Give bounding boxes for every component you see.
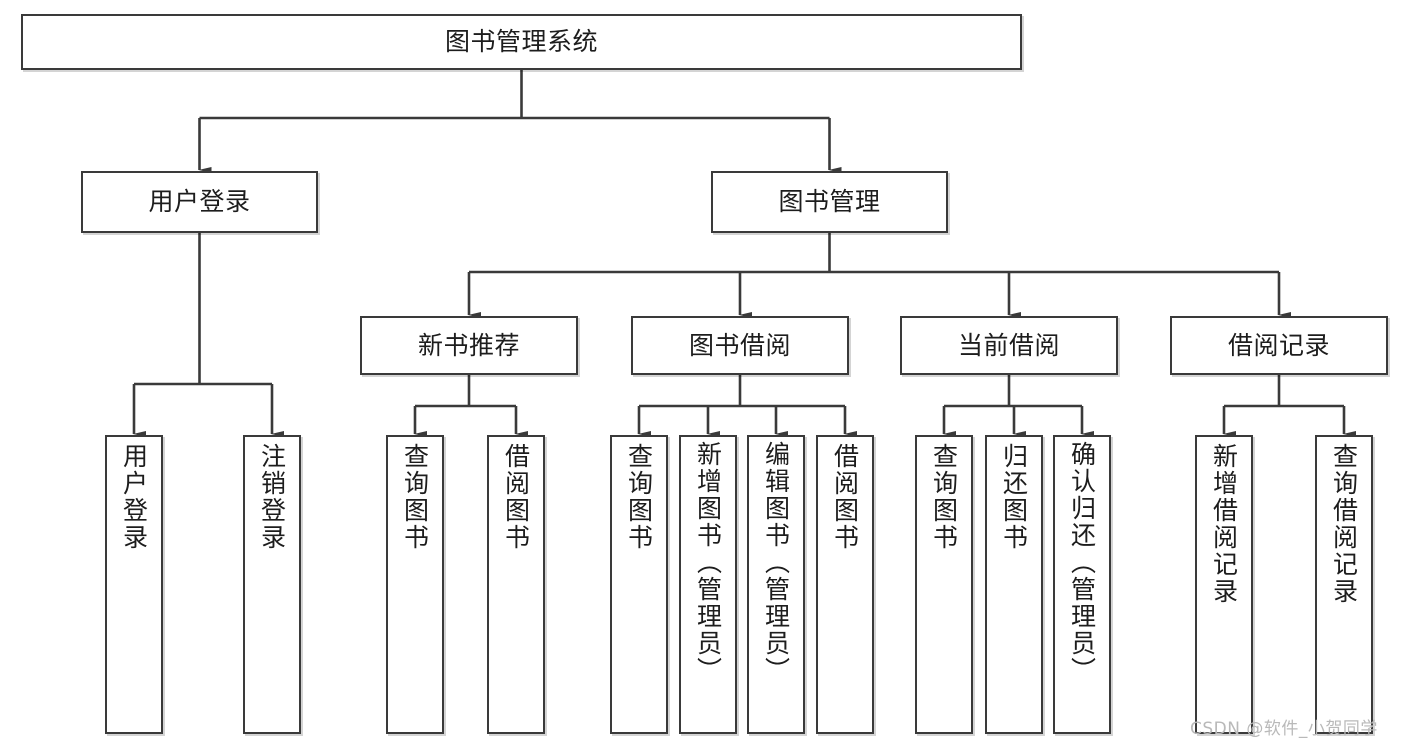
node-label: 查询图书 [929, 443, 959, 551]
node-query-record[interactable]: 查询借阅记录 [1315, 435, 1373, 734]
node-logout[interactable]: 注销登录 [243, 435, 301, 734]
node-label: 归还图书 [999, 443, 1029, 551]
node-book-borrow[interactable]: 图书借阅 [631, 316, 849, 375]
node-query-book-2[interactable]: 查询图书 [610, 435, 668, 734]
node-label: 编辑图书（管理员） [761, 441, 791, 684]
node-label: 借阅图书 [830, 443, 860, 551]
node-label: 确认归还（管理员） [1067, 441, 1097, 684]
node-return-book[interactable]: 归还图书 [985, 435, 1043, 734]
node-label: 借阅记录 [1227, 330, 1330, 360]
node-label: 查询图书 [624, 443, 654, 551]
node-label: 当前借阅 [957, 330, 1060, 360]
node-edit-book[interactable]: 编辑图书（管理员） [747, 435, 805, 734]
node-user-login[interactable]: 用户登录 [105, 435, 163, 734]
node-add-record[interactable]: 新增借阅记录 [1195, 435, 1253, 734]
node-borrow-record[interactable]: 借阅记录 [1170, 316, 1388, 375]
node-label: 用户登录 [148, 187, 251, 217]
node-book-manage[interactable]: 图书管理 [711, 171, 948, 233]
watermark: CSDN @软件_小贺同学 [1190, 719, 1378, 739]
node-label: 新增图书（管理员） [693, 441, 723, 684]
node-new-book-rec[interactable]: 新书推荐 [360, 316, 578, 375]
node-label: 查询借阅记录 [1329, 443, 1359, 605]
node-borrow-book-2[interactable]: 借阅图书 [816, 435, 874, 734]
node-root[interactable]: 图书管理系统 [21, 14, 1022, 70]
node-label: 查询图书 [400, 443, 430, 551]
node-user-login[interactable]: 用户登录 [81, 171, 318, 233]
node-label: 图书管理系统 [444, 27, 598, 57]
node-confirm-return[interactable]: 确认归还（管理员） [1053, 435, 1111, 734]
node-query-book-1[interactable]: 查询图书 [386, 435, 444, 734]
node-label: 新增借阅记录 [1209, 443, 1239, 605]
node-add-book[interactable]: 新增图书（管理员） [679, 435, 737, 734]
node-label: 用户登录 [119, 443, 149, 551]
node-label: 图书管理 [778, 187, 881, 217]
node-label: 借阅图书 [501, 443, 531, 551]
node-label: 图书借阅 [688, 330, 791, 360]
node-label: 新书推荐 [417, 330, 520, 360]
node-label: 注销登录 [257, 443, 287, 551]
node-query-book-3[interactable]: 查询图书 [915, 435, 973, 734]
node-borrow-book-1[interactable]: 借阅图书 [487, 435, 545, 734]
node-current-borrow[interactable]: 当前借阅 [900, 316, 1118, 375]
